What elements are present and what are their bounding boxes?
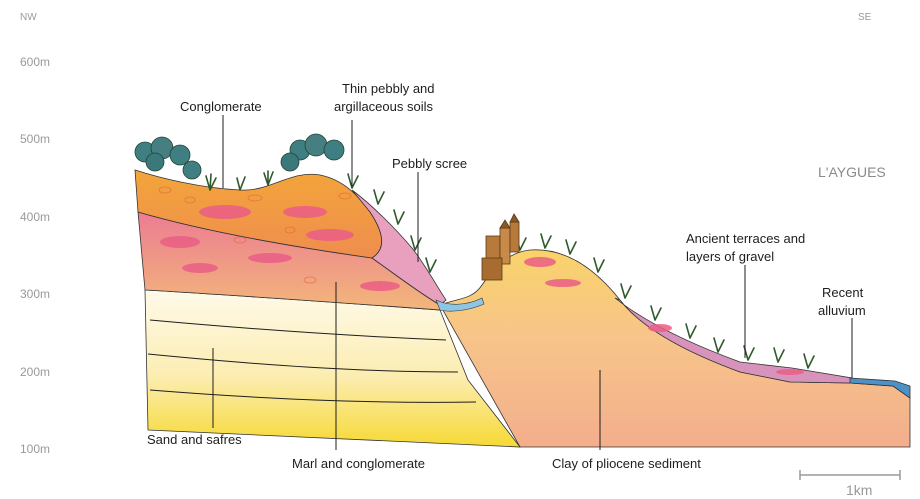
strata — [135, 170, 910, 447]
scale-bar: 1km — [800, 470, 900, 498]
elevation-tick-500: 500m — [20, 132, 50, 146]
elevation-tick-400: 400m — [20, 210, 50, 224]
label-pebbly-scree: Pebbly scree — [392, 156, 467, 171]
elevation-tick-300: 300m — [20, 287, 50, 301]
river-label: L'AYGUES — [818, 164, 886, 180]
elevation-tick-100: 100m — [20, 442, 50, 456]
label-conglomerate: Conglomerate — [180, 99, 262, 114]
label-recent-alluvium-2: alluvium — [818, 303, 866, 318]
trees-left — [135, 134, 344, 179]
label-clay: Clay of pliocene sediment — [552, 456, 701, 471]
label-thin-soils-2: argillaceous soils — [334, 99, 433, 114]
label-sand: Sand and safres — [147, 432, 242, 447]
label-thin-soils-1: Thin pebbly and — [342, 81, 435, 96]
elevation-tick-600: 600m — [20, 55, 50, 69]
elevation-axis: 600m 500m 400m 300m 200m 100m — [20, 55, 50, 456]
se-label: SE — [858, 12, 872, 23]
label-ancient-terraces-2: layers of gravel — [686, 249, 774, 264]
clay-layer — [440, 250, 910, 447]
label-ancient-terraces-1: Ancient terraces and — [686, 231, 805, 246]
scale-bar-label: 1km — [846, 482, 872, 498]
elevation-tick-200: 200m — [20, 365, 50, 379]
label-recent-alluvium-1: Recent — [822, 285, 864, 300]
label-marl: Marl and conglomerate — [292, 456, 425, 471]
nw-label: NW — [20, 12, 37, 23]
